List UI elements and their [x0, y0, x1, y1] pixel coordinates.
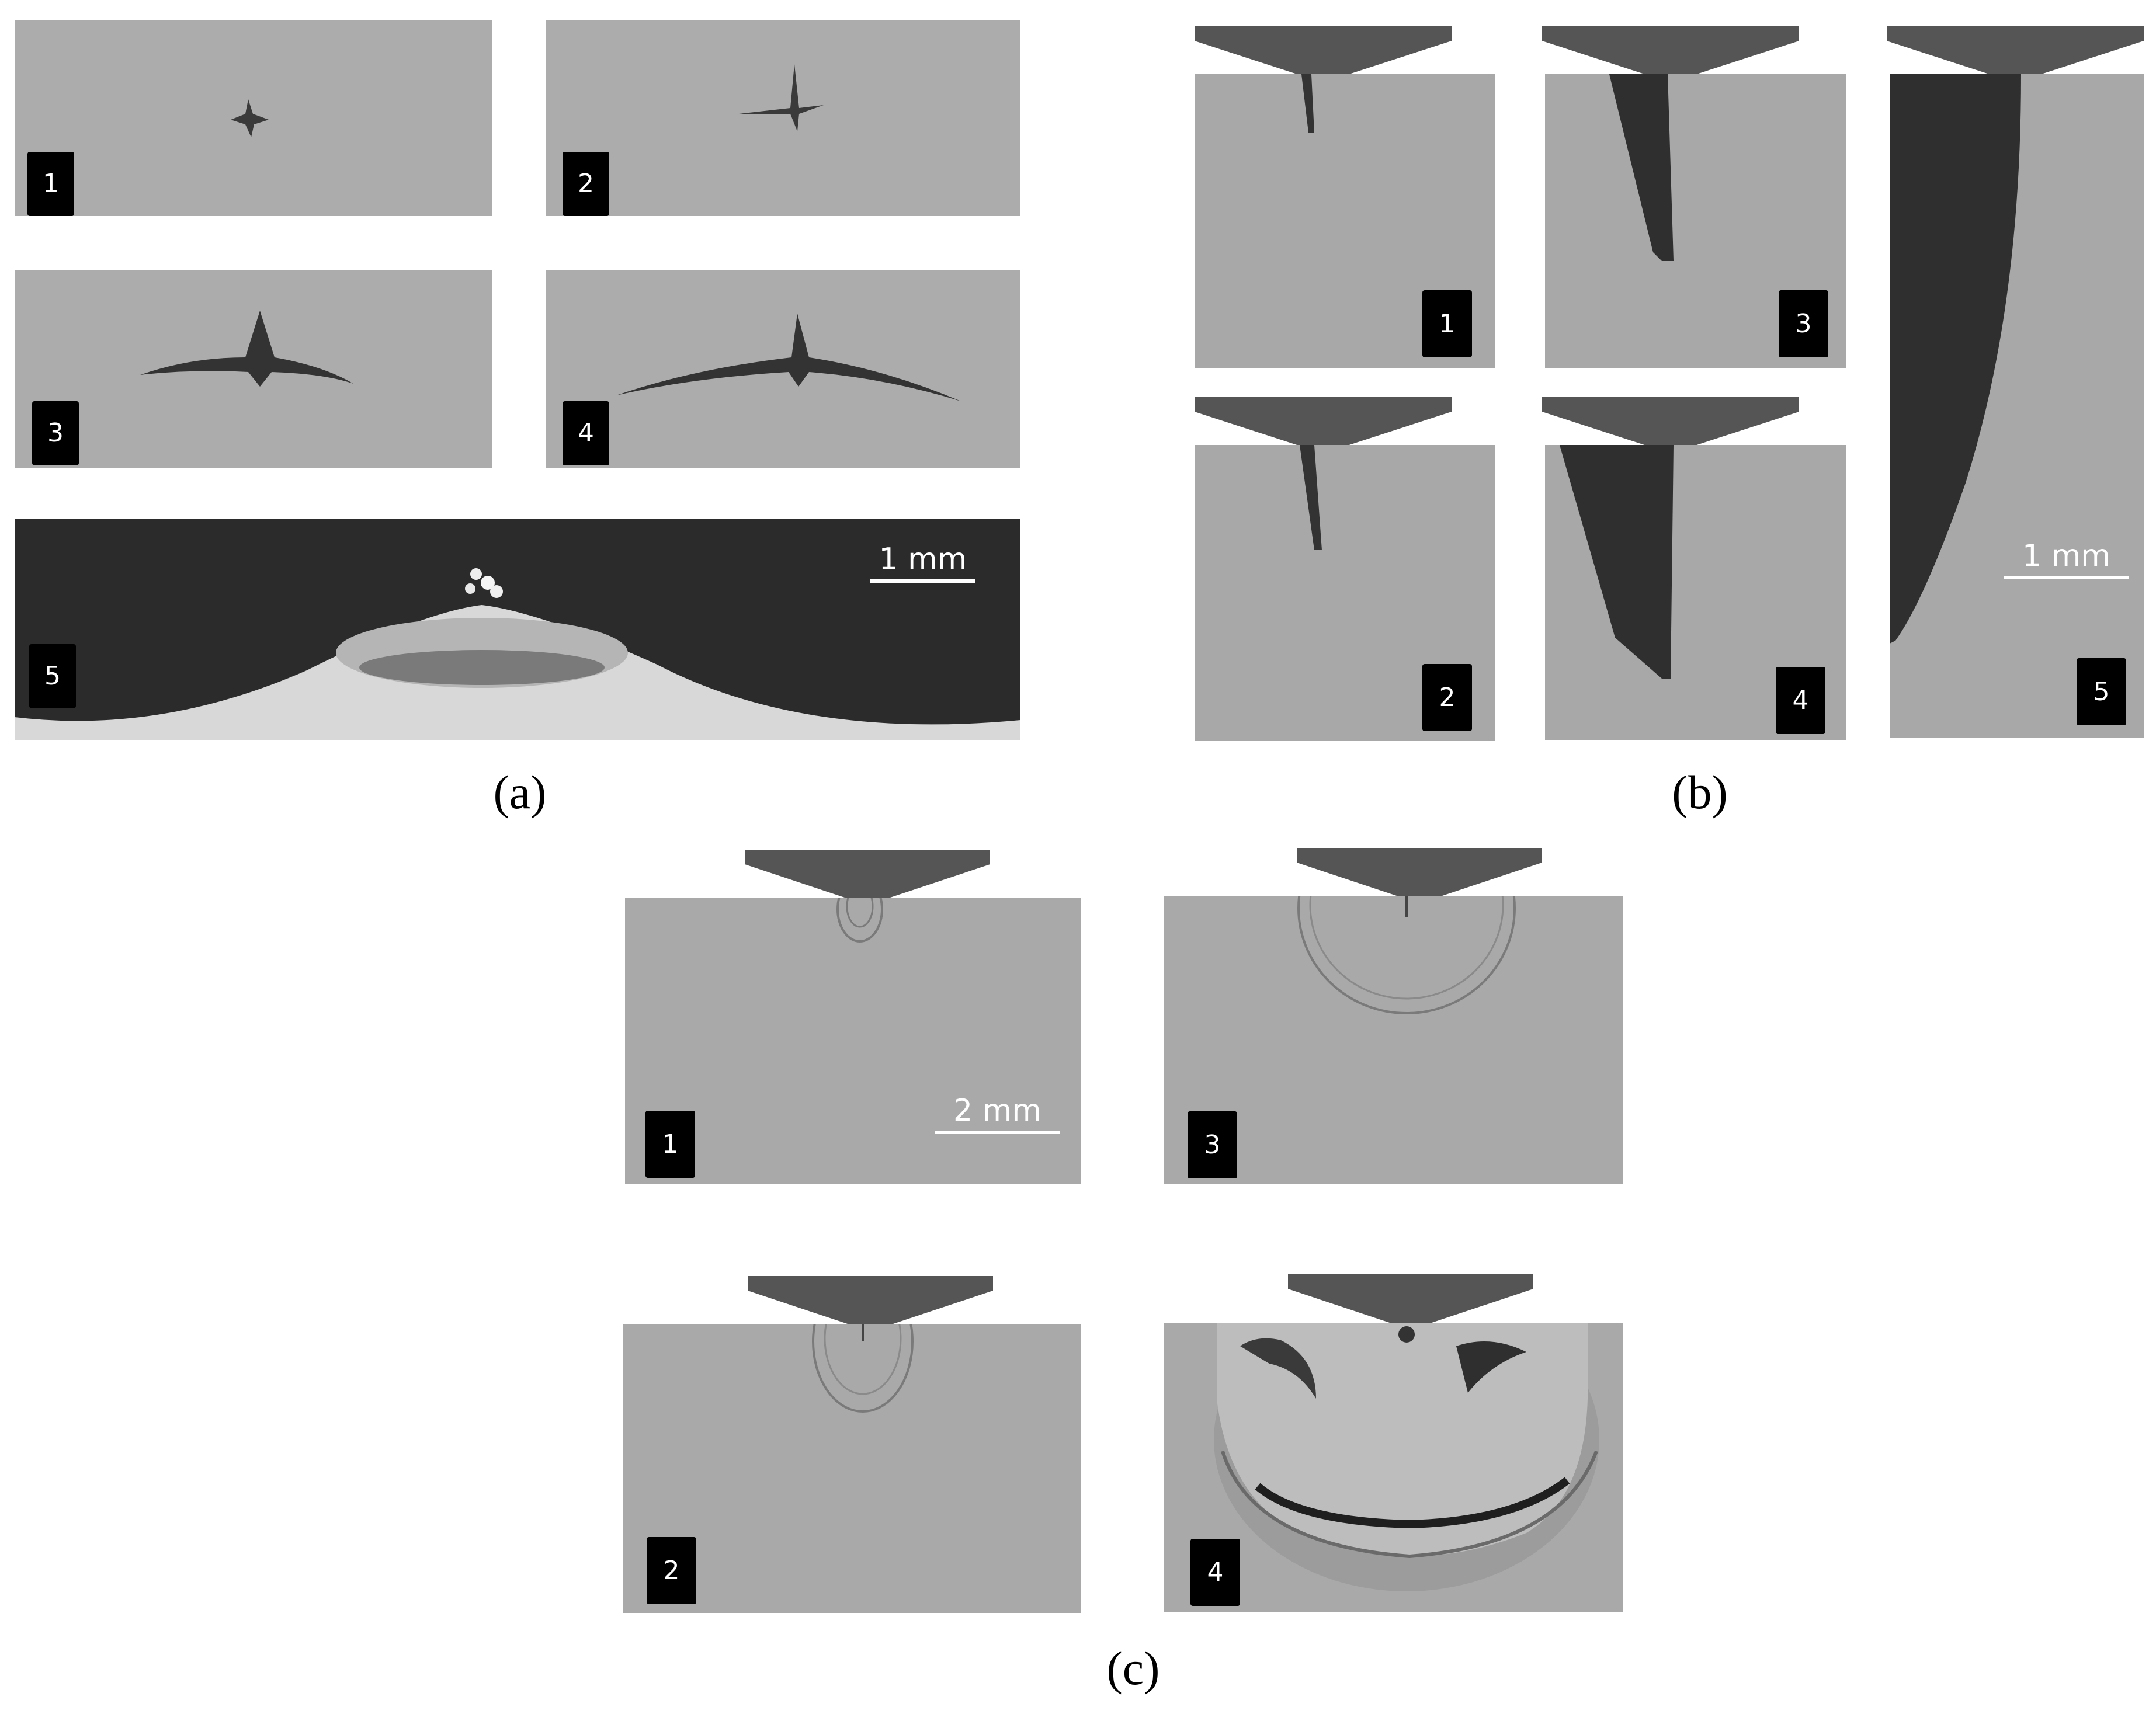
panel-b-frame-1: 1 [1195, 74, 1495, 368]
panel-c-frame-2: 2 [623, 1324, 1081, 1613]
frame-badge: 1 [1422, 290, 1472, 357]
crack-image [1300, 445, 1322, 550]
frame-badge: 2 [1422, 664, 1472, 731]
frame-badge: 3 [32, 401, 79, 465]
panel-a-frame-2: 2 [546, 20, 1020, 216]
panel-c-frame-3: 3 [1164, 896, 1623, 1184]
frame-badge: 2 [647, 1537, 696, 1604]
frame-badge: 5 [2077, 658, 2126, 725]
scale-bar-line [2004, 576, 2129, 579]
panel-b-frame-3: 3 [1545, 74, 1846, 368]
crack-image [1560, 445, 1674, 679]
cone-crack-image [1214, 1323, 1599, 1591]
frame-badge: 2 [563, 152, 609, 216]
panel-c-frame-4: 4 [1164, 1323, 1623, 1612]
scale-bar-line [870, 579, 975, 583]
scale-bar-label: 2 mm [953, 1093, 1041, 1128]
indenter-icon [1195, 26, 1452, 79]
indenter-icon [1542, 26, 1799, 79]
indenter-icon [1887, 26, 2144, 79]
frame-badge: 5 [29, 644, 76, 708]
crack-image [1609, 74, 1674, 261]
scale-bar-line [935, 1131, 1060, 1134]
scale-bar: 2 mm [935, 1093, 1060, 1134]
panel-b-frame-2: 2 [1195, 445, 1495, 741]
frame-badge: 4 [563, 401, 609, 465]
surface-bulge-image [15, 568, 1020, 740]
frame-badge: 3 [1188, 1111, 1237, 1178]
scale-bar: 1 mm [870, 542, 975, 583]
panel-a-label: (a) [493, 766, 547, 819]
crack-propagation-image [140, 311, 353, 387]
frame-badge: 1 [27, 152, 74, 216]
panel-b-label: (b) [1672, 766, 1728, 819]
crack-star-image [231, 99, 269, 137]
indenter-icon [1195, 397, 1452, 450]
panel-a-frame-1: 1 [15, 20, 492, 216]
crack-image [1890, 74, 2021, 644]
scale-bar-label: 1 mm [879, 542, 967, 577]
indenter-icon [1297, 848, 1542, 901]
contact-ring-image [1297, 896, 1516, 1014]
panel-b-frame-5: 1 mm 5 [1890, 74, 2144, 738]
indenter-icon [1542, 397, 1799, 450]
scale-bar-label: 1 mm [2022, 538, 2110, 573]
panel-a-frame-5: 5 1 mm [15, 519, 1020, 740]
crack-propagation-image [616, 314, 961, 401]
panel-a-frame-4: 4 [546, 270, 1020, 468]
frame-badge: 4 [1190, 1539, 1240, 1606]
indenter-icon [1288, 1274, 1533, 1327]
indenter-icon [748, 1276, 993, 1329]
scale-bar: 1 mm [2004, 538, 2129, 579]
crack-image [1301, 74, 1314, 133]
frame-badge: 1 [645, 1111, 695, 1178]
panel-c-frame-1: 2 mm 1 [625, 898, 1081, 1184]
contact-ring-image [812, 1324, 914, 1413]
panel-c-label: (c) [1106, 1642, 1160, 1695]
contact-ring-image [836, 898, 883, 943]
crack-star-image [739, 64, 824, 131]
indenter-icon [745, 850, 990, 902]
frame-badge: 4 [1776, 667, 1825, 734]
panel-b-frame-4: 4 [1545, 445, 1846, 740]
panel-a-frame-3: 3 [15, 270, 492, 468]
frame-badge: 3 [1779, 290, 1828, 357]
